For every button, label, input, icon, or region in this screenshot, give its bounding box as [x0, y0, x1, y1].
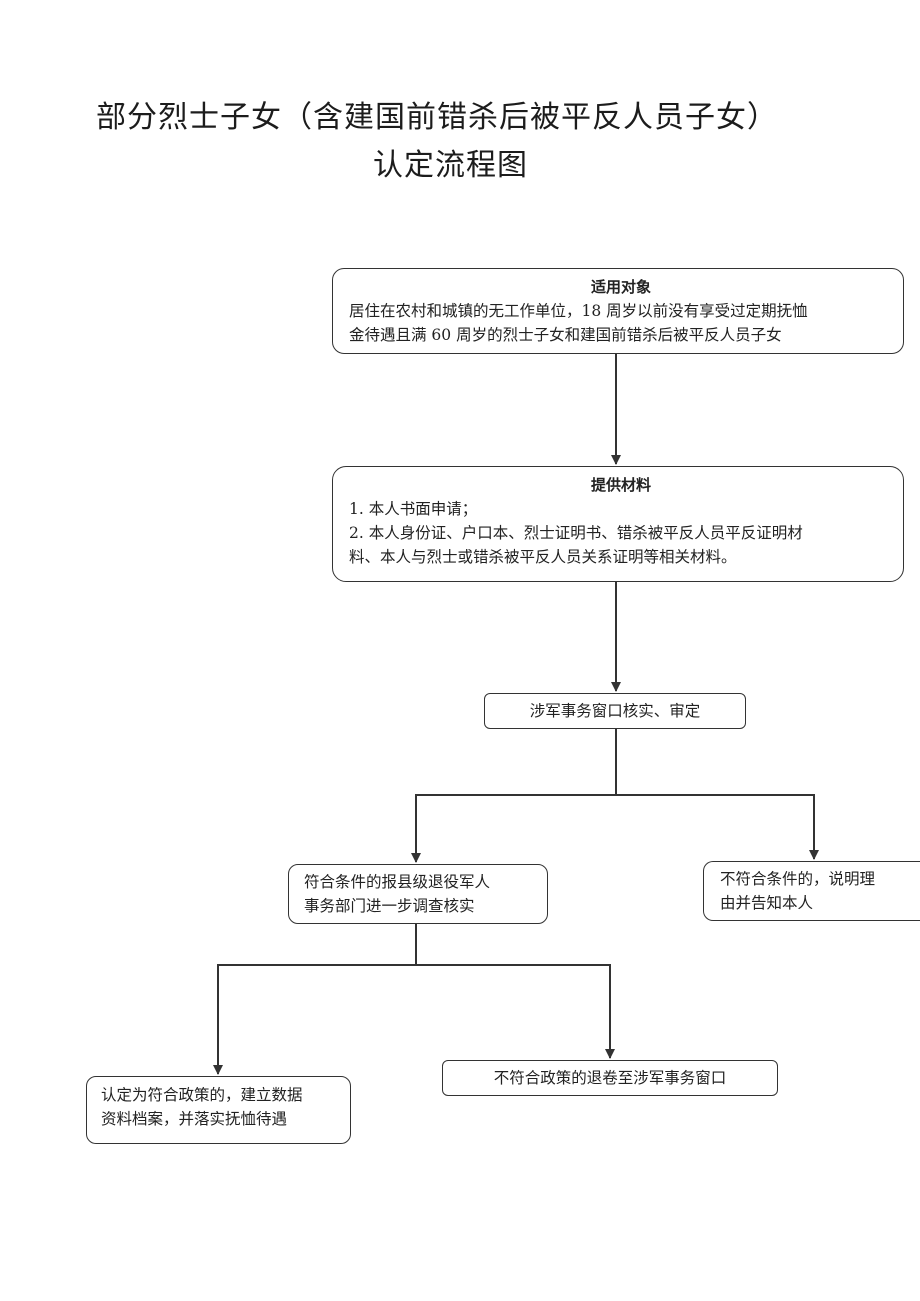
- unqualified-line: 不符合条件的，说明理: [720, 870, 876, 888]
- materials-heading: 提供材料: [590, 476, 651, 494]
- page-title: 部分烈士子女（含建国前错杀后被平反人员子女）: [96, 100, 778, 135]
- unqualified-line: 由并告知本人: [720, 894, 814, 912]
- materials-box: 提供材料 1. 本人书面申请； 2. 本人身份证、户口本、烈士证明书、错杀被平反…: [332, 466, 904, 582]
- materials-line: 2. 本人身份证、户口本、烈士证明书、错杀被平反人员平反证明材: [349, 524, 803, 542]
- review-box: 涉军事务窗口核实、审定: [484, 693, 746, 729]
- scope-line: 金待遇且满 60 周岁的烈士子女和建国前错杀后被平反人员子女: [349, 326, 782, 344]
- confirmed-line: 资料档案，并落实抚恤待遇: [101, 1110, 288, 1128]
- connector-qualified-to-confirmed: [213, 964, 416, 1075]
- returned-text: 不符合政策的退卷至涉军事务窗口: [493, 1069, 727, 1087]
- connector-review-to-unqualified: [616, 794, 819, 860]
- connector-qualified-to-returned: [416, 964, 615, 1059]
- scope-heading: 适用对象: [590, 278, 651, 296]
- qualified-line: 符合条件的报县级退役军人: [304, 873, 491, 891]
- connector-review-to-qualified: [411, 794, 616, 863]
- confirmed-box: 认定为符合政策的，建立数据 资料档案，并落实抚恤待遇: [86, 1076, 351, 1144]
- scope-box: 适用对象 居住在农村和城镇的无工作单位，18 周岁以前没有享受过定期抚恤 金待遇…: [332, 268, 904, 354]
- materials-line: 料、本人与烈士或错杀被平反人员关系证明等相关材料。: [349, 548, 737, 566]
- qualified-line: 事务部门进一步调查核实: [304, 897, 475, 915]
- confirmed-line: 认定为符合政策的，建立数据: [101, 1086, 303, 1104]
- materials-line: 1. 本人书面申请；: [349, 500, 478, 518]
- unqualified-box: 不符合条件的，说明理 由并告知本人: [703, 861, 920, 921]
- review-text: 涉军事务窗口核实、审定: [529, 702, 701, 720]
- qualified-box: 符合条件的报县级退役军人 事务部门进一步调查核实: [288, 864, 548, 924]
- scope-line: 居住在农村和城镇的无工作单位，18 周岁以前没有享受过定期抚恤: [349, 302, 808, 320]
- returned-box: 不符合政策的退卷至涉军事务窗口: [442, 1060, 778, 1096]
- page-subtitle: 认定流程图: [373, 148, 528, 183]
